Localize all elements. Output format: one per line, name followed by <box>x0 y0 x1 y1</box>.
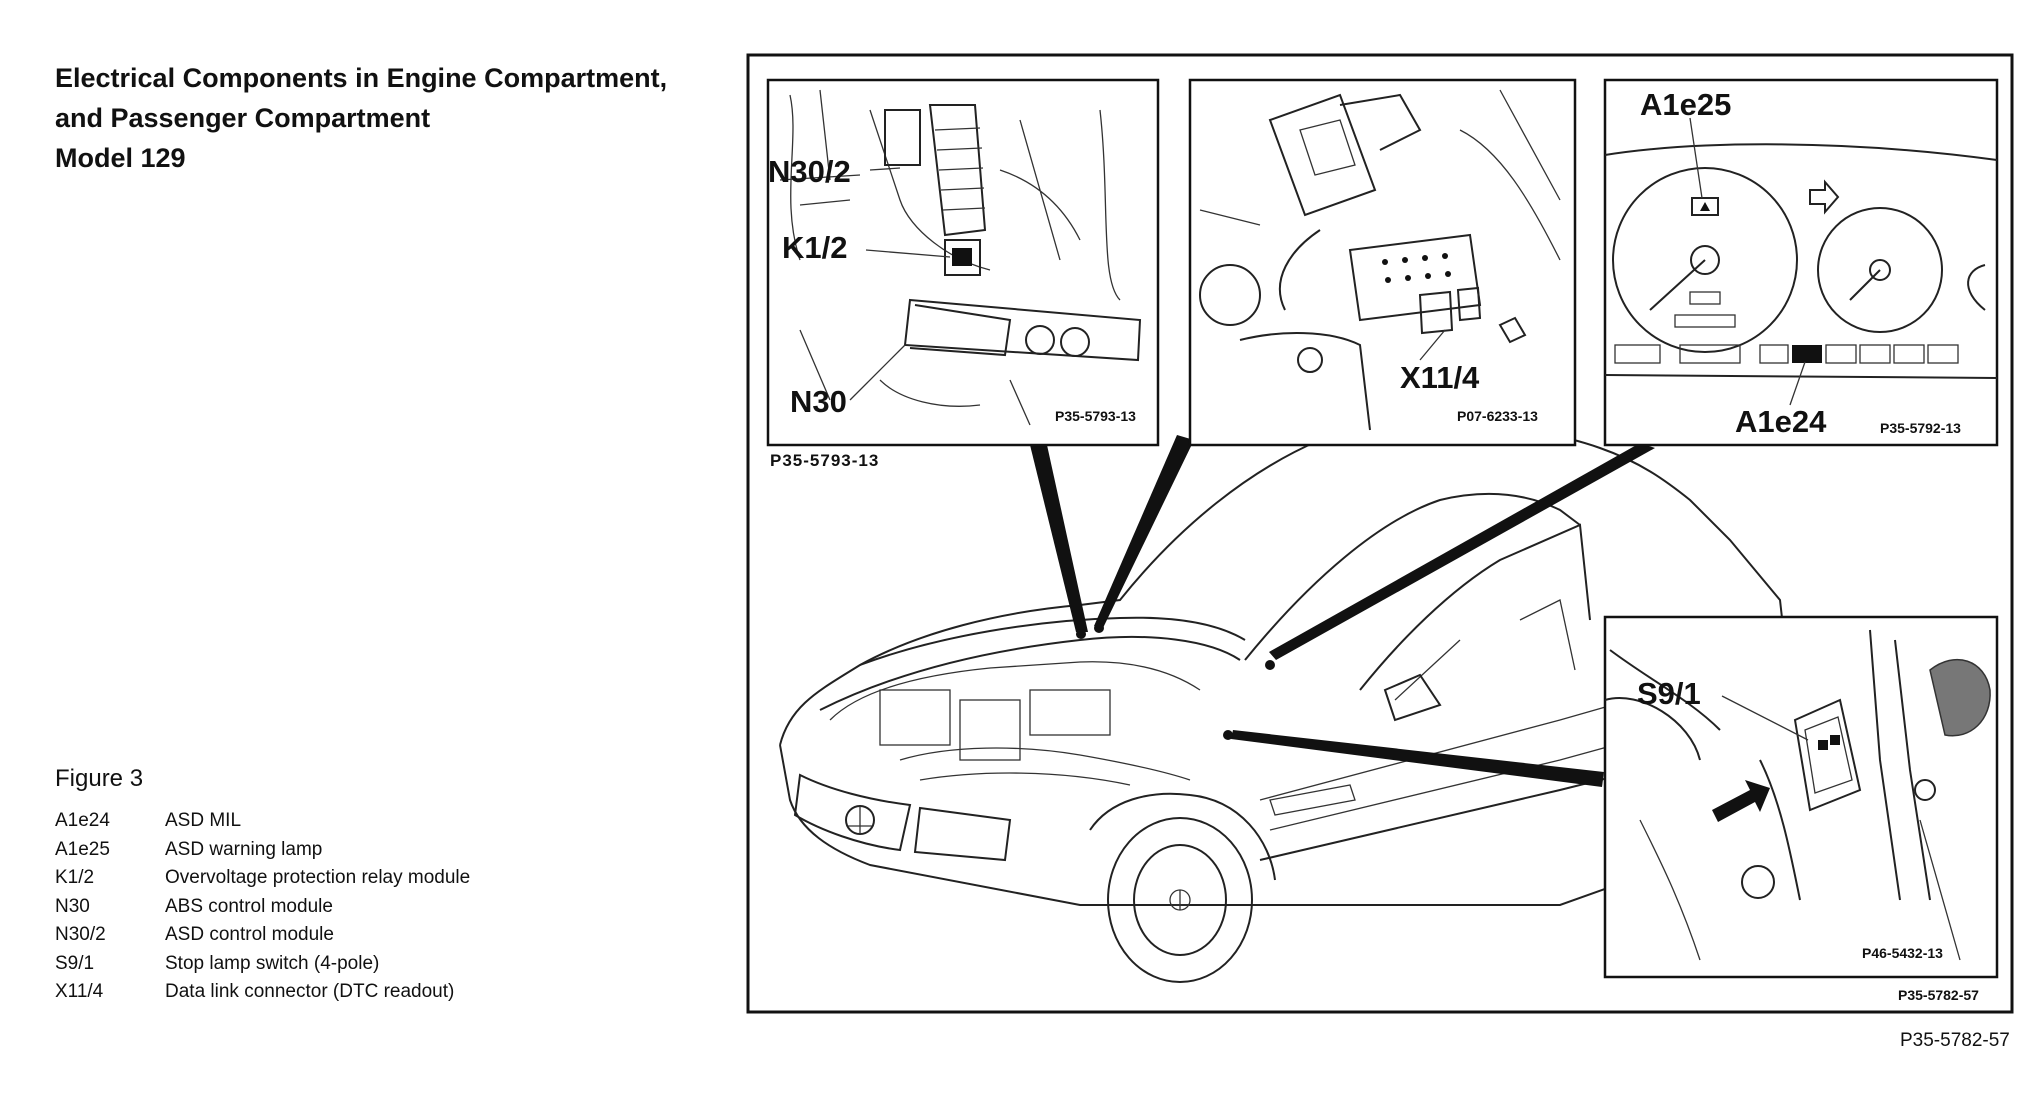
page-title: Electrical Components in Engine Compartm… <box>55 58 667 178</box>
legend-item: A1e25 ASD warning lamp <box>55 836 470 865</box>
inset1-ref-below: P35-5793-13 <box>770 451 879 470</box>
legend-code: S9/1 <box>55 952 95 974</box>
diagram-frame <box>746 53 2014 1014</box>
callout-x11-4: X11/4 <box>1400 360 1480 395</box>
legend-item: X11/4 Data link connector (DTC readout) <box>55 978 470 1007</box>
callout-a1e25: A1e25 <box>1640 87 1731 122</box>
legend-desc: ABS control module <box>165 895 333 917</box>
callout-s9-1: S9/1 <box>1637 676 1701 711</box>
legend-item: N30/2 ASD control module <box>55 921 470 950</box>
figure-label: Figure 3 <box>55 765 144 792</box>
legend-item: S9/1 Stop lamp switch (4-pole) <box>55 950 470 979</box>
legend-desc: Stop lamp switch (4-pole) <box>165 952 380 974</box>
inset2-ref: P07-6233-13 <box>1457 408 1538 424</box>
figure-legend: Figure 3 A1e24 ASD MIL A1e25 ASD warning l… <box>55 765 470 1007</box>
legend-desc: Data link connector (DTC readout) <box>165 981 455 1002</box>
legend-item: N30 ABS control module <box>55 893 470 922</box>
legend-code: N30 <box>55 895 90 917</box>
inset-data-link-connector: X11/4 P07-6233-13 <box>1188 78 1577 447</box>
inset1-ref-inner: P35-5793-13 <box>1055 408 1136 424</box>
main-diagram-ref: P35-5782-57 <box>1898 987 1979 1003</box>
leader-lines <box>1030 435 1655 787</box>
legend-code: N30/2 <box>55 924 106 945</box>
legend-code: X11/4 <box>55 981 104 1002</box>
inset-stop-lamp-switch: S9/1 P46-5432-13 <box>1603 615 1999 979</box>
inset-instrument-cluster: A1e25 A1e24 P35-5792-13 <box>1603 78 1999 447</box>
inset4-ref: P46-5432-13 <box>1862 945 1943 961</box>
inset3-ref: P35-5792-13 <box>1880 420 1961 436</box>
legend-item: K1/2 Overvoltage protection relay module <box>55 864 470 893</box>
title-line-3: Model 129 <box>55 143 186 173</box>
legend-code: A1e25 <box>55 838 110 860</box>
legend-item: A1e24 ASD MIL <box>55 807 470 836</box>
legend-code: A1e24 <box>55 810 110 831</box>
inset-engine-compartment: N30/2 K1/2 N30 P35-5793-13 P35-5793-13 <box>766 78 1160 470</box>
footer-reference: P35-5782-57 <box>1900 1030 2010 1051</box>
callout-n30: N30 <box>790 384 847 419</box>
title-line-1: Electrical Components in Engine Compartm… <box>55 63 668 93</box>
legend-code: K1/2 <box>55 867 95 888</box>
callout-k1-2: K1/2 <box>782 230 847 265</box>
title-line-2: and Passenger Compartment <box>55 103 431 133</box>
legend-desc: ASD control module <box>165 924 334 945</box>
legend-desc: ASD warning lamp <box>165 838 323 860</box>
callout-a1e24: A1e24 <box>1735 404 1827 439</box>
legend-desc: ASD MIL <box>165 810 242 831</box>
callout-n30-2: N30/2 <box>768 154 851 189</box>
legend-desc: Overvoltage protection relay module <box>165 867 471 888</box>
